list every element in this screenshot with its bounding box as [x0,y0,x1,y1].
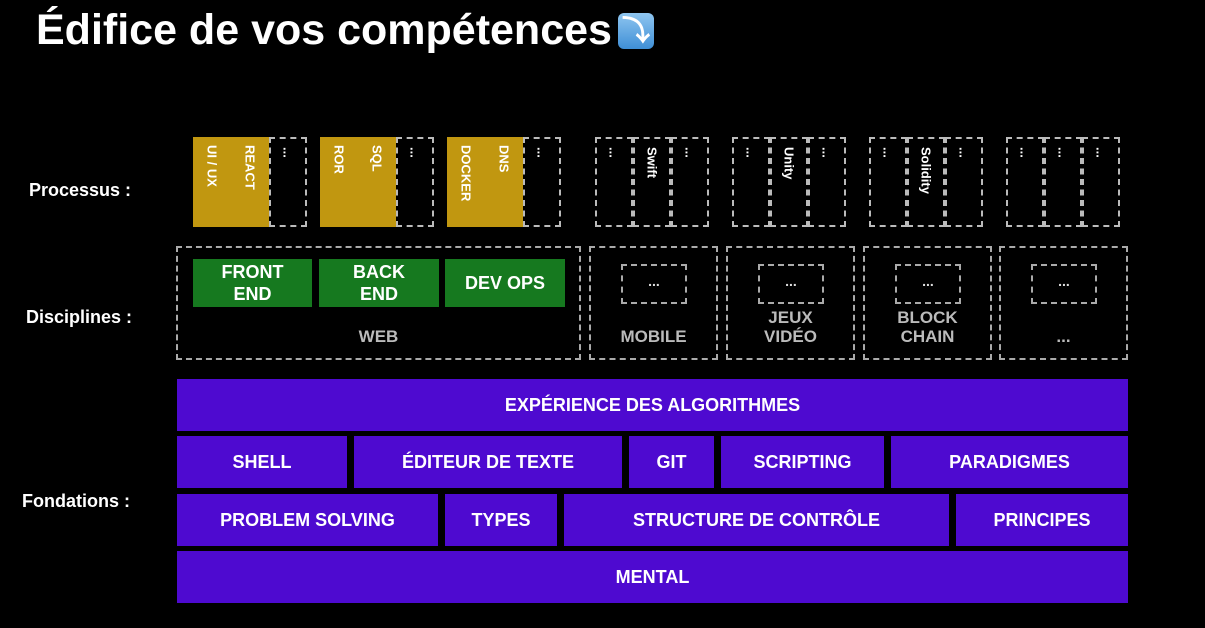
fondation-label: SCRIPTING [753,451,852,472]
discipline-jeux-vid-o: ... JEUX VIDÉO [726,246,855,360]
process-cell-ellipsis: ... [523,137,561,227]
process-label: Swift [644,147,660,179]
process-cell-swift: Swift [633,137,671,227]
fondations-label: Fondations : [22,491,130,511]
process-label: REACT [242,145,258,190]
process-label: ... [819,147,835,158]
discipline-placeholder: ... [895,264,961,304]
process-cell-ellipsis: ... [808,137,846,227]
process-label: UI / UX [204,145,220,187]
arrow-right-hook-down-icon: ⤵ [617,13,654,49]
fondation-label: STRUCTURE DE CONTRÔLE [633,509,880,530]
process-cell-ellipsis: ... [269,137,307,227]
process-label: ... [534,147,550,158]
web-label: WEB [358,327,399,346]
process-label: ... [880,147,896,158]
process-label: ... [1017,147,1033,158]
fondation-problem-solving: PROBLEM SOLVING [177,494,438,546]
discipline-back-end: BACK END [319,259,439,307]
discipline-front-end: FRONT END [193,259,312,307]
process-label: ... [956,147,972,158]
fondation-label: PARADIGMES [949,451,1070,472]
discipline-mobile: ... MOBILE [589,246,718,360]
discipline-placeholder: ... [758,264,824,304]
fondation-label: SHELL [232,451,292,472]
title-text: Édifice de vos compétences [36,6,612,54]
fondation-label: EXPÉRIENCE DES ALGORITHMES [504,394,801,415]
discipline-placeholder: ... [621,264,687,304]
process-cell-ellipsis: ... [1044,137,1082,227]
process-cell-ellipsis: ... [732,137,770,227]
processus-label: Processus : [29,180,132,200]
process-cell-ellipsis: ... [869,137,907,227]
discipline-dev-ops: DEV OPS [445,259,565,307]
dev-ops-label: DEV OPS [464,273,546,293]
discipline-web: FRONT END BACK END DEV OPS WEB [176,246,581,360]
process-label: DNS [496,145,512,173]
process-cell-ellipsis: ... [595,137,633,227]
process-label: ... [682,147,698,158]
process-label: ... [280,147,296,158]
fondation-structure-de-contr-le: STRUCTURE DE CONTRÔLE [564,494,949,546]
fondation-label: PROBLEM SOLVING [220,509,395,530]
process-cell-sql: SQL [358,137,396,227]
discipline-label: JEUX VIDÉO [764,308,817,346]
discipline-label: MOBILE [620,327,687,346]
process-label: Unity [781,147,797,180]
process-cell-docker: DOCKER [447,137,485,227]
process-cell-ellipsis: ... [396,137,434,227]
fondation-diteur-de-texte: ÉDITEUR DE TEXTE [354,436,622,488]
process-cell-unity: Unity [770,137,808,227]
process-cell-ror: ROR [320,137,358,227]
process-label: Solidity [918,147,934,194]
fondation-principes: PRINCIPES [956,494,1128,546]
fondation-label: ÉDITEUR DE TEXTE [401,451,575,472]
process-label: ... [606,147,622,158]
fondation-label: GIT [656,451,687,472]
fondation-label: PRINCIPES [993,509,1091,530]
process-cell-ellipsis: ... [1082,137,1120,227]
process-cell-solidity: Solidity [907,137,945,227]
fondation-types: TYPES [445,494,557,546]
process-label: ... [1055,147,1071,158]
process-label: SQL [369,145,385,172]
page-title: Édifice de vos compétences⤵ [36,6,654,55]
fondation-git: GIT [629,436,714,488]
process-cell-ellipsis: ... [671,137,709,227]
fondation-paradigmes: PARADIGMES [891,436,1128,488]
fondation-label: TYPES [471,509,531,530]
process-label: ROR [331,145,347,174]
front-end-label: FRONT END [221,262,284,304]
back-end-label: BACK END [353,262,405,304]
fondation-shell: SHELL [177,436,347,488]
discipline-block-chain: ... BLOCK CHAIN [863,246,992,360]
fondation-exp-rience-des-algorithmes: EXPÉRIENCE DES ALGORITHMES [177,379,1128,431]
fondation-mental: MENTAL [177,551,1128,603]
process-label: ... [407,147,423,158]
discipline-ellipsis: ...... [999,246,1128,360]
discipline-label: ... [1056,327,1071,346]
process-cell-ellipsis: ... [1006,137,1044,227]
discipline-placeholder: ... [1031,264,1097,304]
process-cell-ellipsis: ... [945,137,983,227]
process-cell-dns: DNS [485,137,523,227]
fondation-scripting: SCRIPTING [721,436,884,488]
fondation-label: MENTAL [615,566,690,587]
process-cell-react: REACT [231,137,269,227]
process-label: DOCKER [458,145,474,202]
process-cell-ui-ux: UI / UX [193,137,231,227]
discipline-label: BLOCK CHAIN [897,308,958,346]
disciplines-label: Disciplines : [26,307,133,327]
process-label: ... [1093,147,1109,158]
process-label: ... [743,147,759,158]
